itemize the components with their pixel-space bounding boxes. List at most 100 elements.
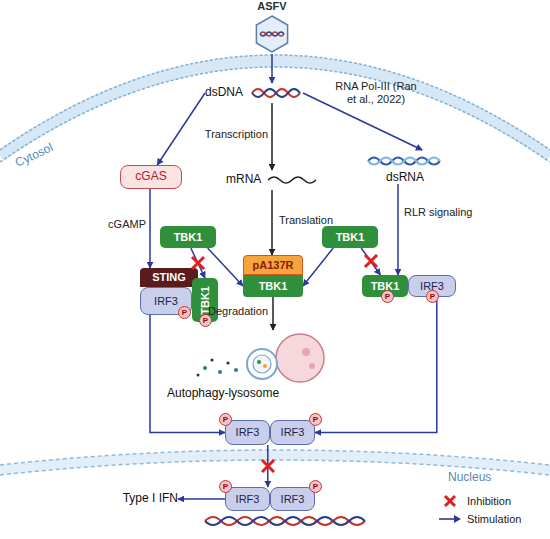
connector xyxy=(315,297,437,433)
node-text: ASFV xyxy=(257,0,286,12)
node-text: IRF3 xyxy=(281,426,305,438)
node-text: cGAS xyxy=(135,170,166,183)
compartment-label: Nucleus xyxy=(448,470,491,484)
legend-text: Stimulation xyxy=(467,513,521,525)
legend-sample xyxy=(438,494,462,508)
sensor-box: cGAS xyxy=(120,165,182,189)
phospho-mark: P xyxy=(426,290,439,303)
inhibition-x xyxy=(262,460,274,472)
capsid xyxy=(256,16,287,52)
vesicle xyxy=(302,348,310,356)
connector xyxy=(397,184,399,275)
edge-label: RNA Pol-III (Ran et al., 2022) xyxy=(330,80,422,105)
connector xyxy=(271,54,273,83)
membrane-band xyxy=(0,61,550,156)
node-text: Autophagy-lysosome xyxy=(167,387,279,400)
membrane-band xyxy=(0,455,550,470)
dsrna-helix xyxy=(368,158,440,165)
inhibition-x xyxy=(365,255,377,267)
autophagosome-inner xyxy=(253,355,271,373)
protein-box: IRF3 xyxy=(270,487,315,511)
node-text: TBK1 xyxy=(174,231,203,243)
output-node: Type I IFN xyxy=(100,490,178,508)
edge-label: RLR signaling xyxy=(404,206,484,219)
lysosome xyxy=(276,334,324,382)
node-text: TBK1 xyxy=(259,280,288,292)
cell-membrane xyxy=(0,55,550,162)
protein-box: IRF3 xyxy=(225,420,270,445)
connector xyxy=(271,103,273,170)
connector xyxy=(149,189,151,268)
rna-strand xyxy=(368,158,440,165)
node-text: mRNA xyxy=(226,173,261,186)
autophagosome xyxy=(247,349,277,379)
phospho-mark: P xyxy=(219,413,232,426)
node-text: pA137R xyxy=(253,259,294,271)
edge-label: Degradation xyxy=(198,305,268,318)
kinase-box: TBK1 xyxy=(243,275,303,297)
membrane-line xyxy=(0,67,550,162)
cargo xyxy=(263,364,267,368)
debris-dot xyxy=(234,368,238,372)
connector xyxy=(157,93,205,165)
virus-hexagon xyxy=(256,16,287,52)
vesicle xyxy=(309,363,315,369)
connector xyxy=(272,297,274,330)
protein-box: STING xyxy=(140,268,198,287)
debris-dot xyxy=(203,366,207,370)
node-text: IRF3 xyxy=(236,493,260,505)
node-text: STING xyxy=(152,271,186,283)
dna-strand xyxy=(205,517,365,525)
lysosome-art xyxy=(197,334,325,382)
connector xyxy=(150,315,225,433)
cargo xyxy=(257,360,261,364)
node-text: dsDNA xyxy=(205,86,243,99)
legend-row: Stimulation xyxy=(438,510,546,528)
connector xyxy=(303,248,333,286)
nuclear-dna xyxy=(205,517,365,525)
mrna-wave xyxy=(268,177,316,183)
membrane-line xyxy=(0,450,550,465)
viral-protein-box: pA137R xyxy=(243,255,303,275)
rna-strand xyxy=(368,158,440,165)
connector xyxy=(361,248,380,275)
dna-molecule: dsDNA xyxy=(205,83,303,103)
legend-text: Inhibition xyxy=(467,495,511,507)
dsdna-helix xyxy=(252,89,300,97)
node-text: IRF3 xyxy=(281,493,305,505)
legend-row: Inhibition xyxy=(438,492,546,510)
genome-strand xyxy=(260,32,284,36)
legend: InhibitionStimulation xyxy=(438,492,546,528)
connector xyxy=(267,445,269,487)
dna-strand xyxy=(252,89,300,97)
legend-sample xyxy=(438,512,462,526)
rna-molecule: dsRNA xyxy=(362,150,448,184)
virus-particle: ASFV xyxy=(247,0,297,54)
edge-label: Translation xyxy=(279,214,349,227)
connector xyxy=(178,498,225,500)
dna-strand xyxy=(252,89,300,97)
node-text: IRF3 xyxy=(236,426,260,438)
mrna-molecule: mRNA xyxy=(226,170,322,190)
node-text: Type I IFN xyxy=(123,492,178,505)
dna-strand xyxy=(205,517,365,525)
organelle-node: Autophagy-lysosome xyxy=(165,330,340,400)
arrow-head xyxy=(454,515,461,523)
edge-label: cGAMP xyxy=(96,218,146,231)
stimulation-line xyxy=(439,518,455,520)
kinase-box: TBK1 xyxy=(160,226,216,248)
node-text: dsRNA xyxy=(386,171,424,184)
node-text: TBK1 xyxy=(336,231,365,243)
connector xyxy=(271,190,273,255)
phospho-mark: P xyxy=(381,290,394,303)
phospho-mark: P xyxy=(219,480,232,493)
protein-box: IRF3 xyxy=(225,487,270,511)
phospho-mark: P xyxy=(178,306,191,319)
inhibition-x xyxy=(445,496,455,506)
genome-strand xyxy=(260,32,284,36)
phospho-mark: P xyxy=(309,480,322,493)
node-text: IRF3 xyxy=(154,295,178,307)
kinase-box: TBK1 xyxy=(322,226,378,248)
debris-dot xyxy=(226,361,229,364)
